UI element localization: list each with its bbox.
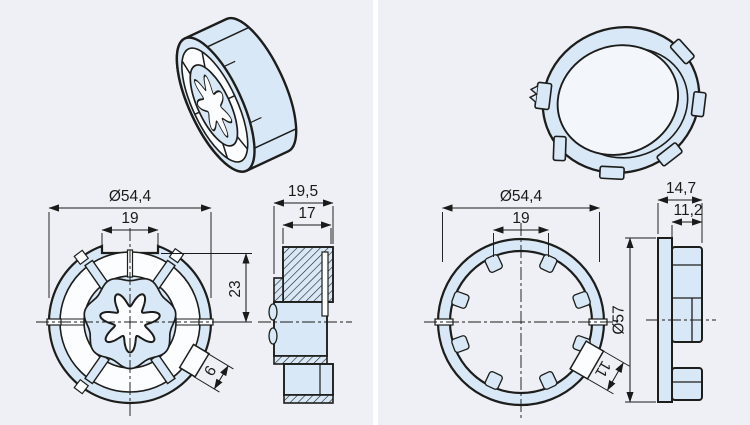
dim-label-flange-diameter: Ø57	[611, 305, 628, 334]
dim-label-section-overall: 19,5	[288, 183, 318, 200]
adaptor-section-view	[258, 246, 352, 404]
front-spokes	[60, 259, 200, 385]
gripper-tab	[528, 81, 553, 111]
ring-isometric-view	[528, 26, 707, 181]
dim-outer-diameter: Ø54,4	[48, 188, 212, 298]
dim-section-body: 17	[282, 205, 332, 244]
dim-label-section-body: 17	[298, 205, 315, 222]
iso-star-hole	[194, 74, 233, 138]
ring-tabs	[528, 38, 707, 181]
dim-section-overall: 19,5	[273, 183, 334, 274]
dim-recess-width: 19	[101, 210, 159, 251]
step-notch	[73, 249, 90, 266]
notch-cut	[178, 343, 210, 378]
inner-tabs	[451, 254, 591, 390]
right-drawing-panel: Ø54,4 19 11 14,7	[424, 26, 716, 419]
adaptor-isometric-view	[175, 16, 298, 173]
dim-outer-diameter: Ø54,4	[441, 188, 601, 262]
adaptor-front-view	[36, 228, 226, 416]
dim-label-side-body: 11,2	[673, 202, 702, 219]
panel-divider	[373, 0, 378, 425]
dim-label-tab-gap: 19	[512, 210, 529, 227]
left-drawing-panel: Ø54,4 19 23 9	[36, 16, 352, 416]
step-notch	[73, 378, 90, 395]
dim-label-side-overall: 14,7	[666, 180, 696, 197]
notch-cut	[569, 340, 605, 380]
iso-spokes	[181, 51, 249, 159]
dim-tab-gap: 19	[492, 210, 550, 257]
dim-label-diameter: Ø54,4	[109, 188, 152, 205]
dim-side-body: 11,2	[671, 202, 703, 243]
dim-side-overall: 14,7	[657, 180, 703, 243]
dim-label-depth: 23	[227, 280, 244, 297]
ring-side-view	[646, 237, 716, 403]
dim-label-notch: 11	[591, 358, 614, 380]
dim-notch: 11	[585, 349, 630, 395]
step-notch	[168, 247, 185, 264]
dim-label-recess: 19	[121, 210, 138, 227]
dim-flange-diameter: Ø57	[611, 237, 656, 403]
ring-front-view	[424, 223, 618, 419]
dim-center-to-top: 23	[161, 252, 252, 323]
dim-label-diameter: Ø54,4	[500, 188, 543, 205]
